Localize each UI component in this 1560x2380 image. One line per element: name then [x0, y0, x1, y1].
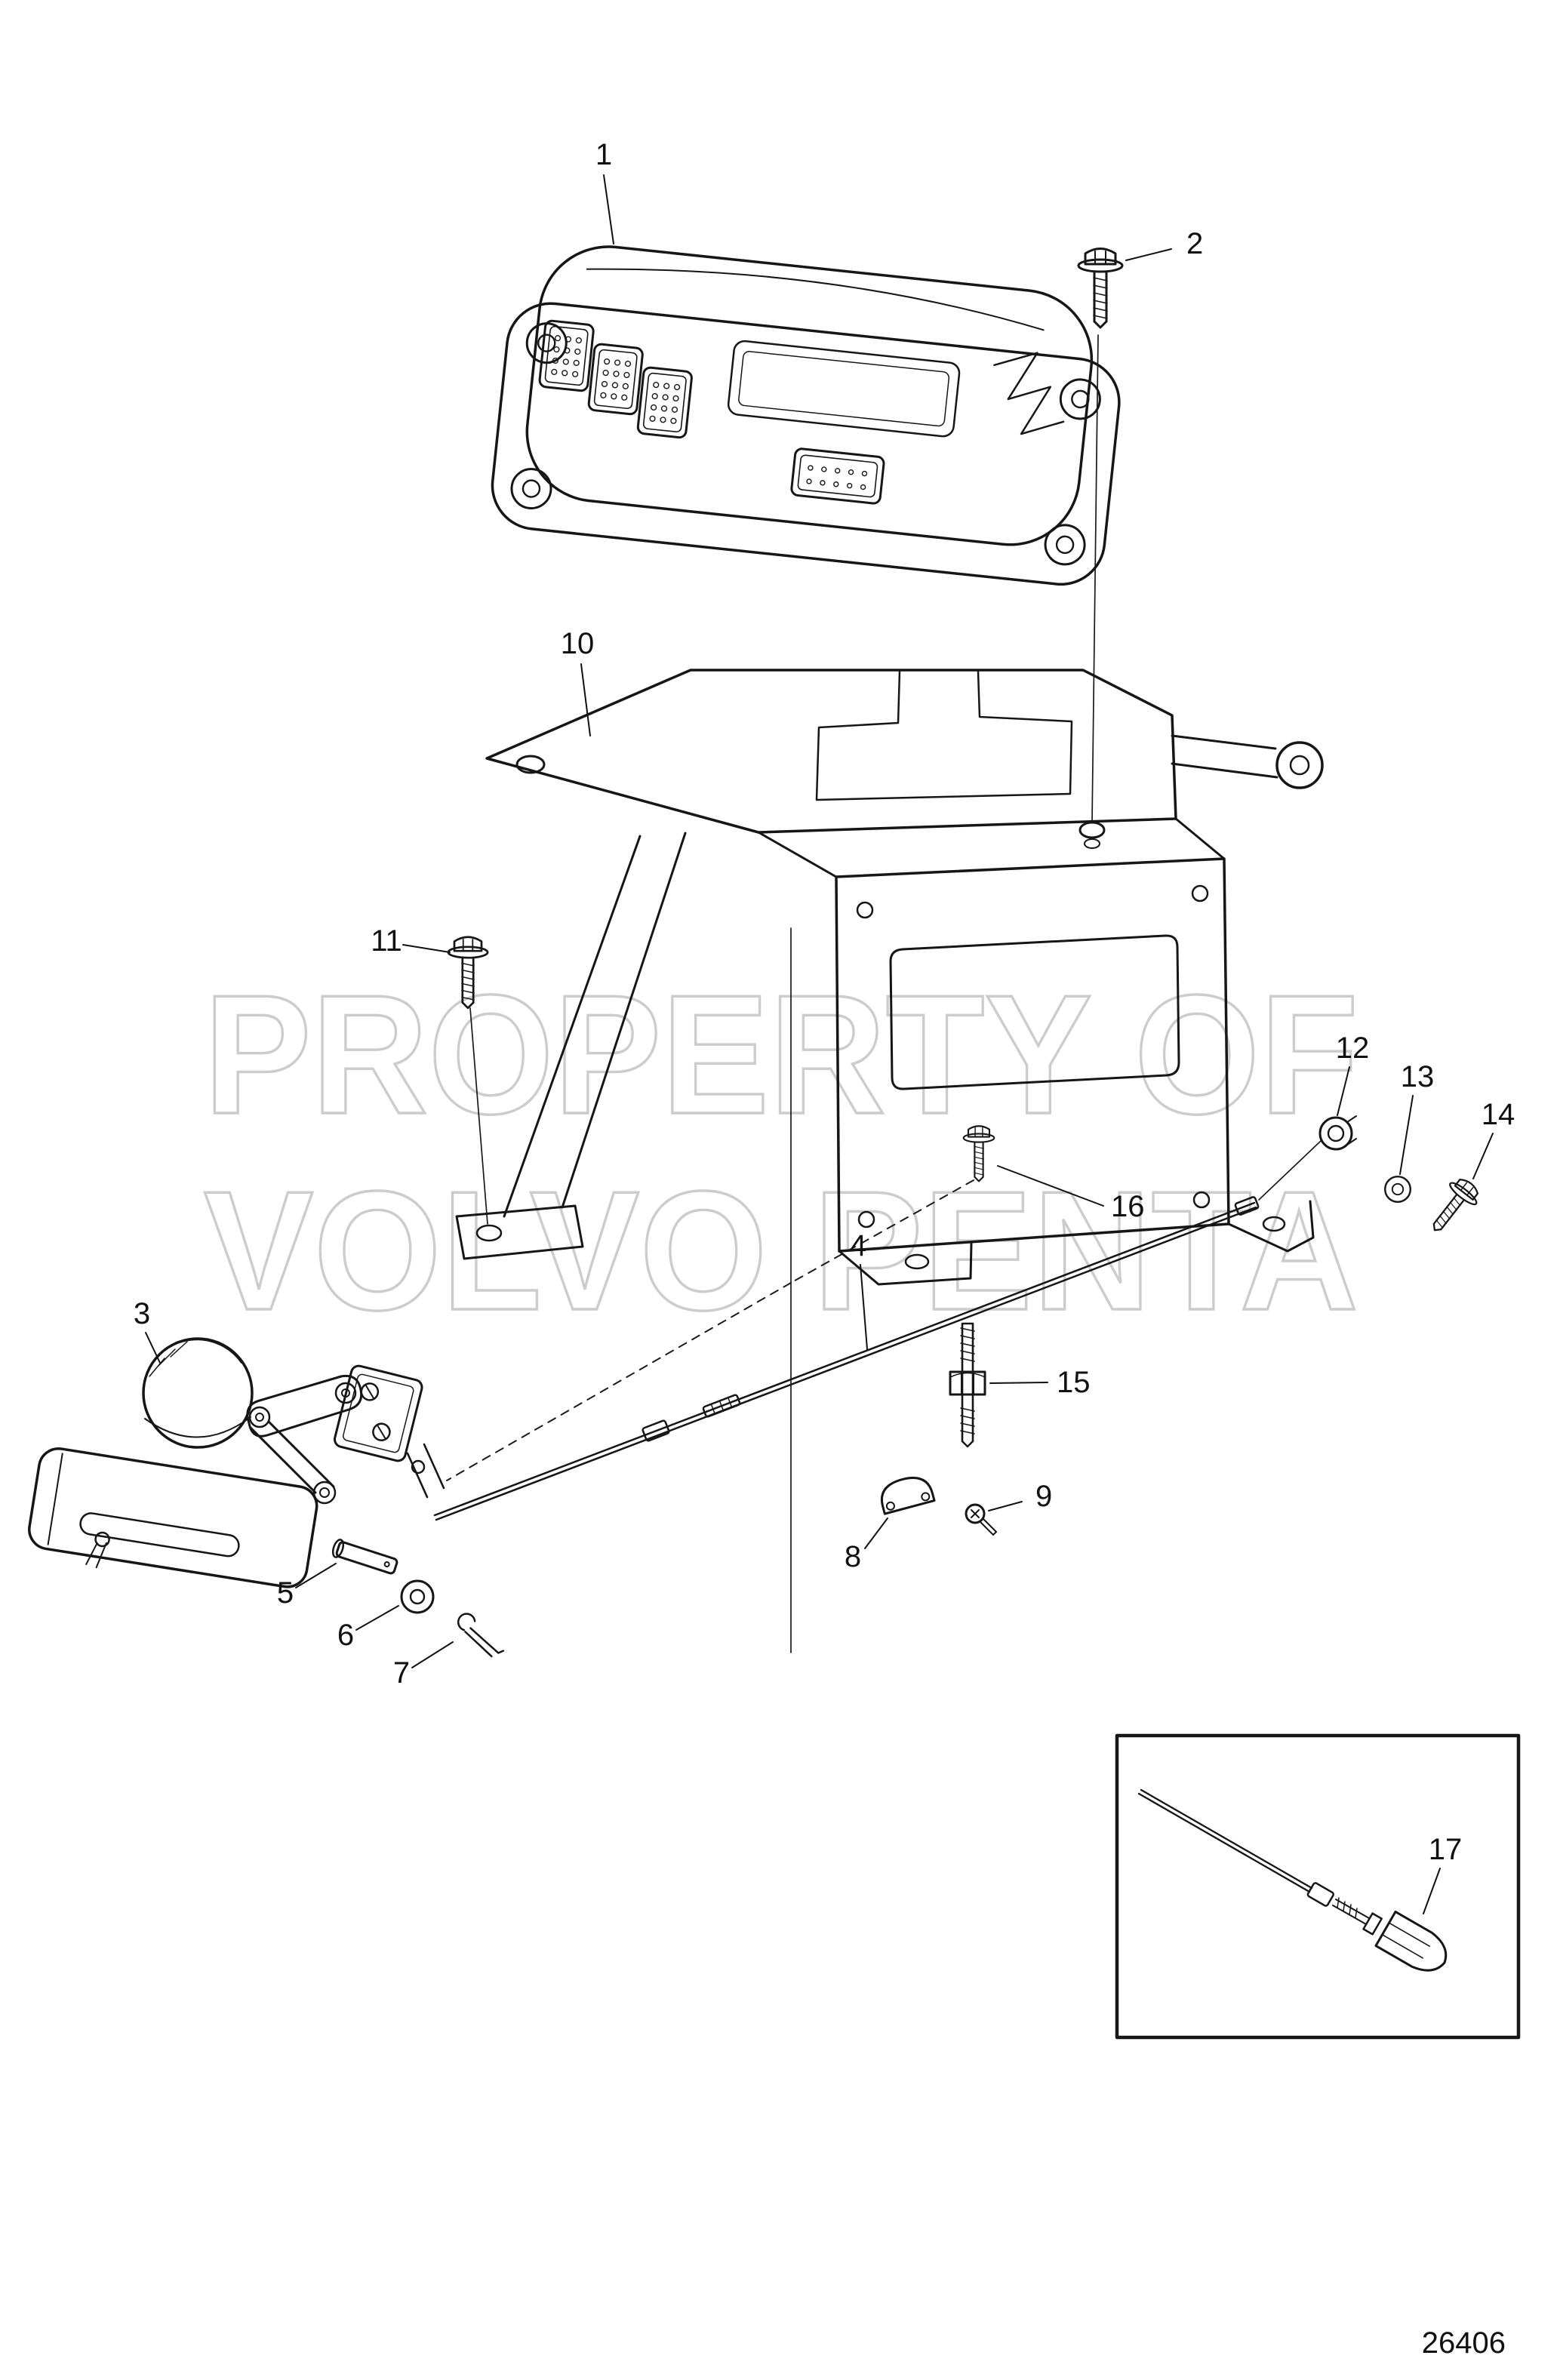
drawing-number: 26406 — [1422, 2326, 1506, 2360]
connector-block-icon — [537, 318, 595, 393]
part-3-actuator — [28, 1337, 445, 1588]
callout-label: 15 — [1057, 1366, 1091, 1399]
callout-label: 9 — [1035, 1480, 1052, 1513]
callout-7: 7 — [393, 1641, 454, 1690]
callout-label: 7 — [393, 1656, 410, 1690]
part-14-screw — [1420, 1173, 1485, 1241]
part-9-screw — [965, 1503, 997, 1536]
part-4-control-cable — [433, 1196, 1260, 1521]
callout-label: 14 — [1482, 1098, 1515, 1131]
part-7-cotter-pin — [457, 1613, 505, 1658]
callout-10: 10 — [561, 627, 595, 736]
callout-4: 4 — [850, 1229, 868, 1350]
callout-label: 16 — [1111, 1190, 1145, 1223]
callout-11: 11 — [371, 924, 451, 958]
vent-fins — [993, 352, 1065, 435]
part-13-washer — [1383, 1175, 1412, 1204]
actuator-linkage — [246, 1364, 445, 1505]
callout-label: 11 — [371, 924, 402, 958]
callout-label: 6 — [337, 1619, 354, 1652]
callout-9: 9 — [988, 1480, 1052, 1513]
part-6-washer — [400, 1579, 435, 1614]
callout-label: 17 — [1429, 1833, 1463, 1866]
callout-17: 17 — [1423, 1833, 1462, 1914]
callout-12: 12 — [1336, 1032, 1370, 1116]
label-recess — [727, 340, 961, 438]
callout-13: 13 — [1399, 1060, 1435, 1175]
watermark-line-1: PROPERTY OF — [204, 959, 1358, 1149]
part-12-grommet — [1318, 1115, 1357, 1151]
callout-6: 6 — [337, 1605, 399, 1652]
watermark-line-2: VOLVO PENTA — [204, 1155, 1358, 1345]
callout-label: 12 — [1336, 1032, 1370, 1065]
callout-label: 13 — [1401, 1060, 1435, 1093]
part-1-control-module — [491, 245, 1121, 586]
part-8-cable-clamp — [881, 1476, 936, 1515]
callout-label: 5 — [277, 1576, 294, 1610]
callout-label: 4 — [850, 1229, 866, 1262]
connector-block-icon — [586, 342, 645, 417]
callout-1: 1 — [595, 138, 614, 244]
inset-box — [1115, 1733, 1521, 2040]
callout-3: 3 — [134, 1297, 161, 1364]
callout-5: 5 — [277, 1563, 337, 1610]
callout-label: 1 — [595, 138, 612, 171]
callout-15: 15 — [989, 1366, 1091, 1399]
callout-2: 2 — [1125, 227, 1203, 261]
part-11-flange-screw — [447, 936, 489, 1225]
wide-connector — [790, 447, 885, 505]
construction-lines — [446, 927, 1322, 1653]
callouts: 1 2 3 4 5 6 7 — [134, 138, 1515, 1914]
callout-8: 8 — [845, 1517, 888, 1573]
part-10-mounting-bracket — [455, 669, 1324, 1286]
callout-label: 10 — [561, 627, 595, 660]
watermark: PROPERTY OF VOLVO PENTA — [202, 958, 1360, 1347]
part-17-cable-cap — [1137, 1788, 1448, 1972]
callout-14: 14 — [1472, 1098, 1515, 1179]
part-5-clevis-pin — [331, 1539, 398, 1575]
callout-label: 8 — [845, 1540, 861, 1573]
callout-label: 2 — [1186, 227, 1203, 260]
callout-label: 3 — [134, 1297, 150, 1330]
part-2-flange-screw — [1077, 248, 1124, 823]
connector-block-icon — [635, 365, 694, 440]
part-15-nut-stud — [949, 1322, 986, 1448]
callout-16: 16 — [997, 1165, 1145, 1223]
